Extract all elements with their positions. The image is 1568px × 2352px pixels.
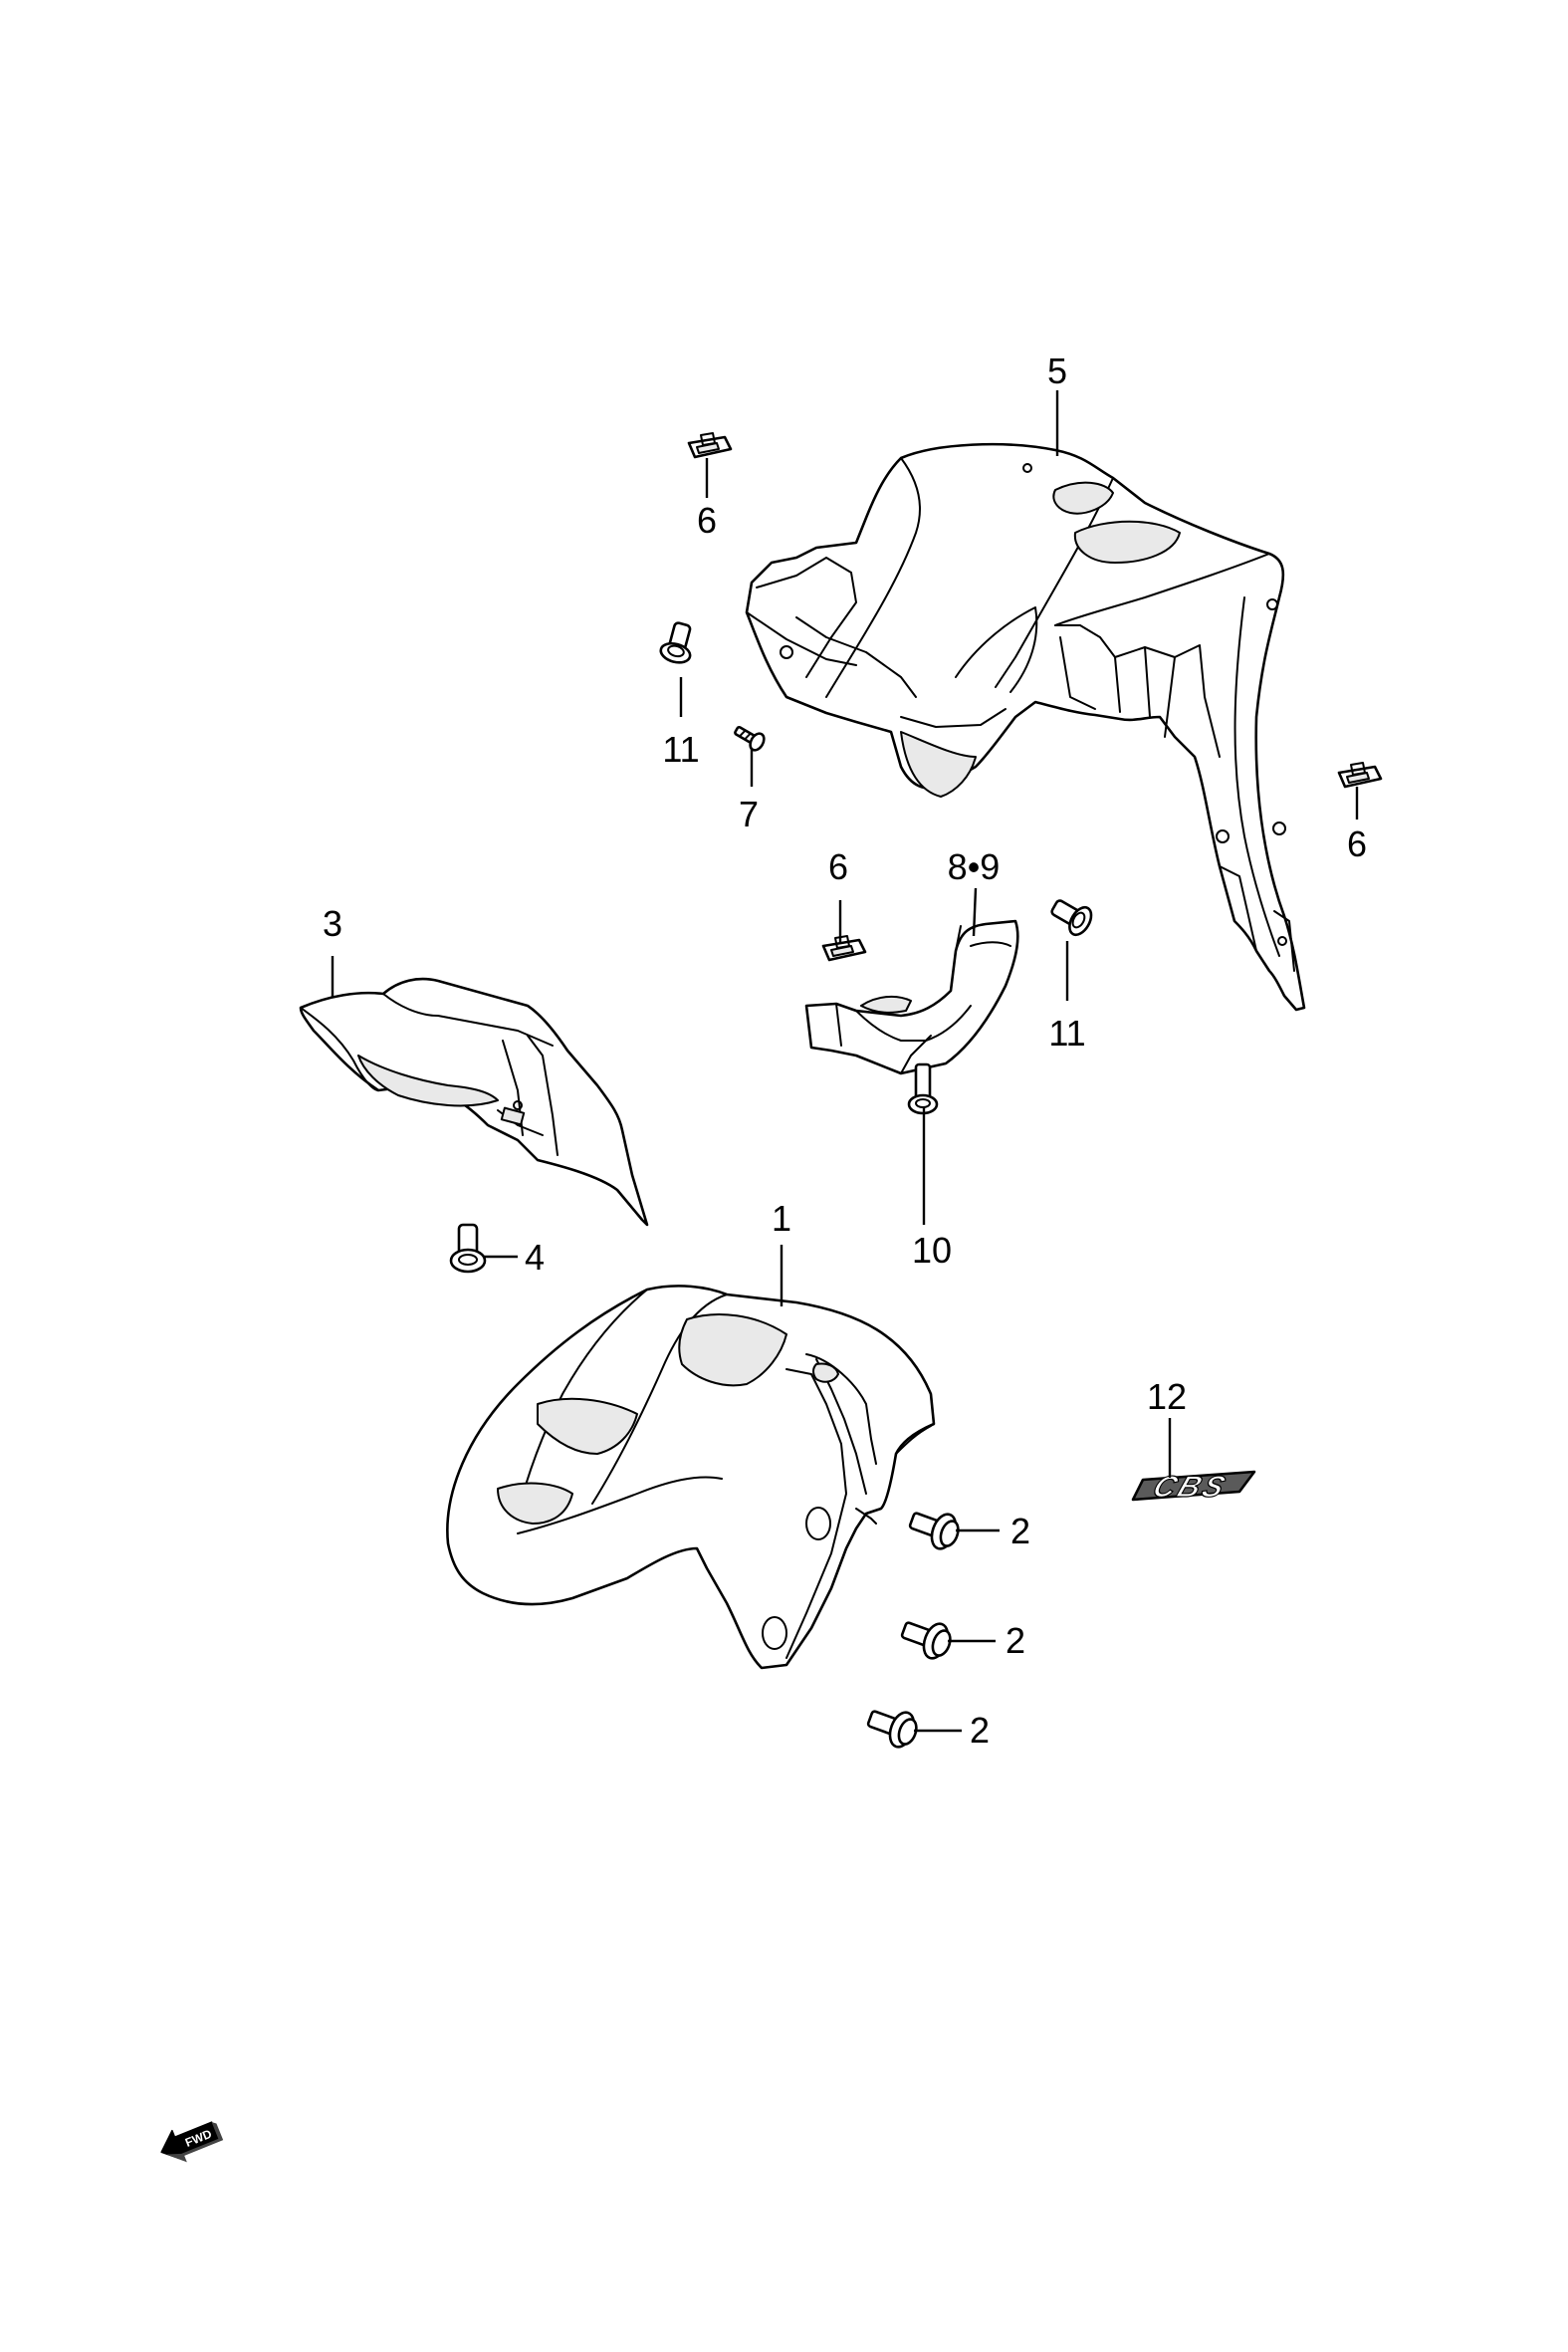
leader-lines: [331, 390, 1359, 1733]
part-11-bolt-left: [659, 621, 692, 664]
callout-6-right: 6: [1347, 823, 1367, 864]
callout-10: 10: [912, 1230, 952, 1271]
part-6-clip-center: [821, 935, 867, 962]
part-4-bolt: [449, 1223, 487, 1274]
fwd-arrow-icon: FWD: [160, 2121, 224, 2163]
callout-11-right: 11: [1048, 1013, 1085, 1054]
callout-2-a: 2: [1010, 1511, 1030, 1551]
part-7-screw: [734, 725, 766, 752]
callout-11-left: 11: [662, 729, 699, 770]
part-10-bolt: [907, 1062, 939, 1115]
part-12-cbs-emblem: CBS: [1131, 1469, 1256, 1504]
part-2-bolt-b: [900, 1621, 952, 1660]
part-11-bolt-right: [1050, 899, 1093, 937]
callout-3: 3: [323, 903, 342, 944]
part-6-clip-top: [687, 432, 733, 459]
callout-8-9: 8•9: [948, 846, 1001, 887]
part-5-inner-fender: [745, 442, 1306, 1012]
emblem-text: CBS: [1148, 1470, 1232, 1504]
part-3-bracket-cover: [299, 977, 649, 1227]
part-1-front-fender: [446, 1285, 936, 1670]
callout-7: 7: [739, 794, 759, 834]
part-8-9-bracket: [804, 919, 1019, 1075]
part-2-bolt-a: [908, 1512, 960, 1550]
callout-12: 12: [1147, 1376, 1187, 1417]
callout-5: 5: [1047, 351, 1067, 391]
callout-2-b: 2: [1006, 1620, 1025, 1661]
callout-labels: 5 6 11 7 6 6 8•9 11 3 10 4 1 12 2 2 2: [323, 351, 1367, 1751]
callout-1: 1: [772, 1198, 791, 1239]
callout-2-c: 2: [970, 1710, 990, 1751]
callout-6-top: 6: [697, 500, 717, 541]
part-6-clip-right: [1337, 762, 1383, 789]
callout-6-center: 6: [828, 846, 848, 887]
part-2-bolt-c: [866, 1710, 918, 1749]
callout-4: 4: [525, 1237, 545, 1278]
